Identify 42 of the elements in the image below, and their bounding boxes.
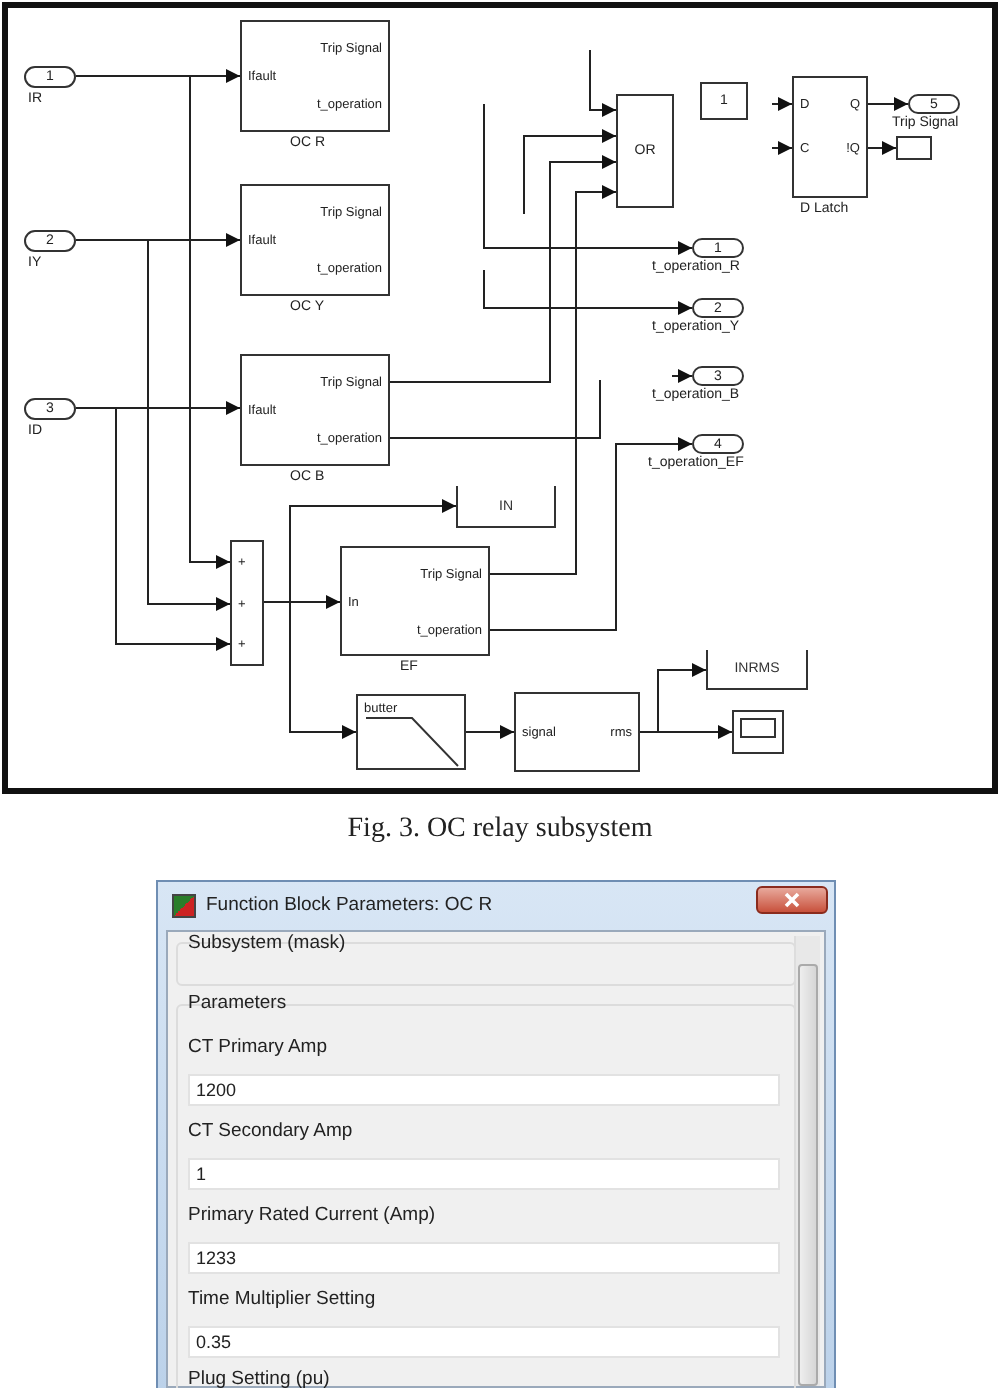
signal-line [771, 141, 793, 155]
window-title: Function Block Parameters: OC R [206, 894, 493, 916]
signal-line [75, 407, 231, 651]
sum-block [230, 540, 264, 666]
signal-line [867, 97, 909, 111]
signal-line [671, 369, 693, 383]
signal-line [263, 601, 357, 739]
input-field: 1 [188, 1158, 780, 1190]
signal-line [867, 141, 897, 155]
subsystem-block [240, 184, 390, 296]
field-label: Parameters [188, 992, 287, 1014]
field-label: CT Primary Amp [188, 1036, 328, 1058]
input-field: 1200 [188, 1074, 780, 1106]
signal-line [489, 185, 617, 575]
signal-line [75, 239, 231, 611]
input-field: 0.35 [188, 1326, 780, 1358]
signal-line [483, 269, 693, 315]
signal-line [389, 379, 601, 439]
terminator-block [896, 136, 932, 160]
signal-line [523, 129, 617, 215]
signal-line [389, 155, 617, 383]
input-field: 1233 [188, 1242, 780, 1274]
figure-caption: Fig. 3. OC relay subsystem [345, 814, 655, 846]
signal-line [639, 725, 733, 739]
signal-line [771, 97, 793, 111]
field-label: Plug Setting (pu) [188, 1368, 330, 1388]
subsystem-block [340, 546, 490, 656]
latch-block [792, 76, 868, 198]
field-label: Time Multiplier Setting [188, 1288, 376, 1310]
signal-line [489, 437, 693, 631]
scope-block [732, 710, 784, 754]
subsystem-block [240, 20, 390, 132]
signal-line [483, 103, 693, 255]
signal-line [589, 49, 617, 117]
field-label: CT Secondary Amp [188, 1120, 353, 1142]
field-label: Primary Rated Current (Amp) [188, 1204, 436, 1226]
field-label: Subsystem (mask) [188, 932, 346, 954]
signal-line [75, 75, 231, 569]
subsystem-block [240, 354, 390, 466]
filter-block [356, 694, 466, 770]
rms-block [514, 692, 640, 772]
signal-line [465, 725, 515, 739]
